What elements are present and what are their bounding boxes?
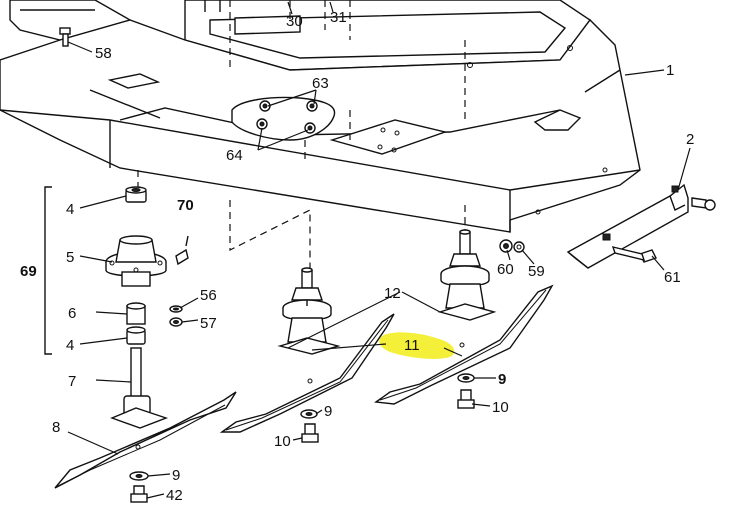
nut-60 xyxy=(499,239,513,253)
callout-5: 5 xyxy=(66,249,74,266)
callout-4-top: 4 xyxy=(66,201,74,218)
callout-8: 8 xyxy=(52,419,60,436)
left-washer-bolt xyxy=(129,471,149,503)
callout-56: 56 xyxy=(200,287,217,304)
left-spindle-assembly xyxy=(44,186,189,429)
callout-9-right: 9 xyxy=(498,371,506,388)
callout-9-center: 9 xyxy=(324,403,332,420)
bolt-61 xyxy=(611,246,657,263)
callout-labels: 30 31 58 1 63 64 2 4 70 69 5 56 6 57 4 7… xyxy=(20,9,694,504)
bracket-bolt xyxy=(691,197,716,211)
right-washer-bolt xyxy=(457,373,475,409)
callout-58: 58 xyxy=(95,45,112,62)
callout-63: 63 xyxy=(312,75,329,92)
callout-6: 6 xyxy=(68,305,76,322)
callout-57: 57 xyxy=(200,315,217,332)
callout-10-center: 10 xyxy=(274,433,291,450)
callout-70: 70 xyxy=(177,197,194,214)
callout-10-right: 10 xyxy=(492,399,509,416)
deck-housing xyxy=(0,18,641,233)
assembly-guides xyxy=(137,0,466,275)
callout-61: 61 xyxy=(664,269,681,286)
callout-7: 7 xyxy=(68,373,76,390)
nut-59 xyxy=(513,241,525,253)
callout-1: 1 xyxy=(666,62,674,79)
callout-60: 60 xyxy=(497,261,514,278)
callout-59: 59 xyxy=(528,263,545,280)
callout-30: 30 xyxy=(286,13,303,30)
callout-31: 31 xyxy=(330,9,347,26)
callout-11-highlight xyxy=(379,332,455,359)
callout-2: 2 xyxy=(686,131,694,148)
callout-12: 12 xyxy=(384,285,401,302)
callout-11: 11 xyxy=(404,337,420,354)
callout-42: 42 xyxy=(166,487,183,504)
center-washer-bolt xyxy=(300,409,319,443)
callout-4-bottom: 4 xyxy=(66,337,74,354)
center-blade xyxy=(219,313,395,433)
callout-9-left: 9 xyxy=(172,467,180,484)
center-spindle-assembly xyxy=(277,267,341,355)
bolt-58 xyxy=(59,27,71,47)
callout-69: 69 xyxy=(20,263,37,280)
right-blade xyxy=(374,284,554,405)
callout-64: 64 xyxy=(226,147,243,164)
left-blade xyxy=(54,391,237,489)
side-bracket xyxy=(566,183,689,269)
leader-lines xyxy=(67,1,691,499)
right-spindle-assembly xyxy=(437,229,497,321)
upper-frame xyxy=(9,0,592,71)
